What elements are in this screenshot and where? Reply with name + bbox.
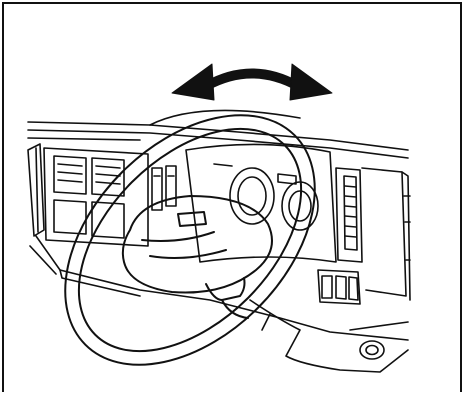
double-headed-curved-arrow-icon [172,64,332,100]
steering-wheel-icon [17,67,362,394]
dashboard-icon [28,110,410,372]
